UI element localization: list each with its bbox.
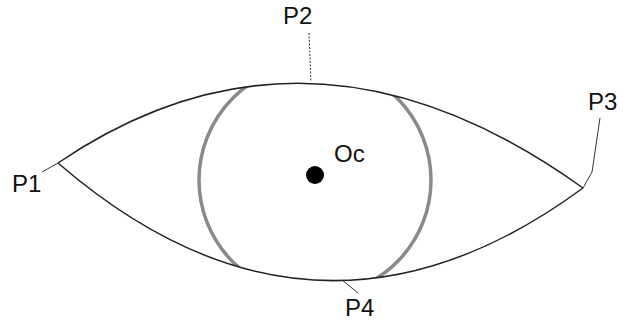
leader-line <box>42 163 58 172</box>
leader-line <box>309 33 311 82</box>
iris-outline <box>199 64 431 296</box>
point-label: P4 <box>345 294 374 322</box>
point-label: P2 <box>283 2 312 30</box>
center-dot <box>306 166 324 184</box>
lower-eyelid <box>58 163 583 281</box>
point-label: P1 <box>12 170 41 198</box>
upper-eyelid <box>58 83 583 188</box>
leader-line <box>583 118 600 188</box>
leader-line <box>342 280 358 293</box>
center-label: Oc <box>334 140 365 168</box>
point-label: P3 <box>588 88 617 116</box>
